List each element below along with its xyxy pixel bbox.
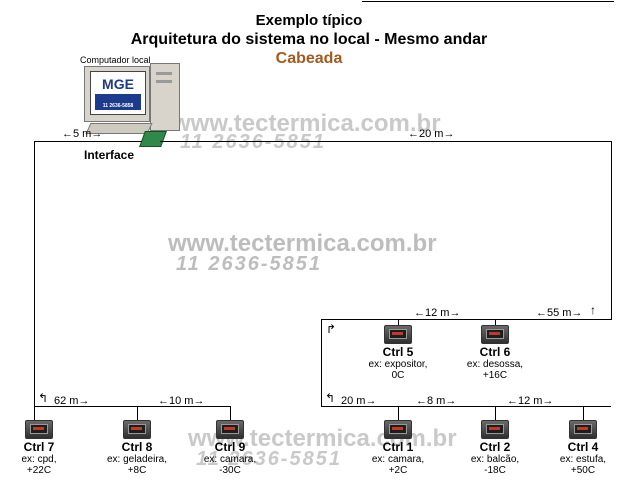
watermark-site-top: www.tectermica.com.br bbox=[172, 110, 441, 137]
controller-device-icon bbox=[216, 420, 244, 439]
diagram-title: Exemplo típico bbox=[255, 12, 363, 29]
controller-name: Ctrl 9 bbox=[214, 440, 246, 454]
monitor-icon: MGE 11 2636-5858 bbox=[84, 66, 150, 122]
computer-tower-icon bbox=[150, 63, 180, 131]
controller-device-icon bbox=[384, 325, 412, 344]
diagram-mode: Cabeada bbox=[275, 50, 343, 67]
drop-ctrl6 bbox=[495, 319, 496, 325]
corner-arrow-mid: ↱ bbox=[326, 322, 337, 336]
drop-ctrl8 bbox=[137, 406, 138, 420]
bus-line-left-top bbox=[34, 141, 142, 142]
mge-band: 11 2636-5858 bbox=[95, 94, 141, 110]
watermark-phone-mid: 11 2636-5851 bbox=[176, 253, 322, 275]
controller-name: Ctrl 2 bbox=[479, 440, 511, 454]
controller-ctrl4: Ctrl 4 ex: estufa, +50C bbox=[538, 420, 618, 476]
mge-logo: MGE bbox=[102, 76, 134, 92]
bus-line-bottom-right bbox=[321, 406, 611, 407]
controller-example: ex: balcão, bbox=[470, 454, 520, 465]
distance-8m: ←8 m→ bbox=[416, 395, 457, 407]
controller-setpoint: 0C bbox=[391, 370, 405, 381]
controller-device-icon bbox=[384, 420, 412, 439]
distance-12m-low: ←12 m→ bbox=[507, 395, 554, 407]
drop-ctrl7 bbox=[34, 406, 35, 420]
controller-device-icon bbox=[123, 420, 151, 439]
corner-arrow-55m: ↑ bbox=[590, 303, 596, 317]
controller-ctrl9: Ctrl 9 ex: camara, -30C bbox=[185, 420, 275, 476]
diagram-subtitle: Arquitetura do sistema no local - Mesmo … bbox=[130, 31, 488, 48]
controller-setpoint: +8C bbox=[127, 465, 147, 476]
drop-ctrl9 bbox=[230, 406, 231, 420]
controller-setpoint: +16C bbox=[482, 370, 508, 381]
distance-12m-mid: ←12 m→ bbox=[414, 307, 461, 319]
controller-name: Ctrl 4 bbox=[567, 440, 599, 454]
controller-name: Ctrl 7 bbox=[23, 440, 55, 454]
bus-line-mid-vertical bbox=[321, 319, 322, 406]
distance-10m: ←10 m→ bbox=[158, 395, 205, 407]
controller-setpoint: +50C bbox=[570, 465, 596, 476]
watermark-phone-top: 11 2636-5851 bbox=[180, 131, 326, 153]
watermark-site-mid: www.tectermica.com.br bbox=[168, 230, 437, 257]
distance-20m-low: 20 m→ bbox=[341, 395, 377, 407]
controller-example: ex: geladeira, bbox=[106, 454, 168, 465]
bus-line-bottom-left bbox=[34, 406, 230, 407]
controller-ctrl6: Ctrl 6 ex: desossa, +16C bbox=[450, 325, 540, 381]
watermark-phone-bottom: 11 2636-5851 bbox=[196, 448, 342, 470]
computer-label: Computador local bbox=[80, 55, 151, 65]
controller-device-icon bbox=[25, 420, 53, 439]
controller-ctrl8: Ctrl 8 ex: geladeira, +8C bbox=[92, 420, 182, 476]
controller-setpoint: +2C bbox=[388, 465, 408, 476]
drop-ctrl4 bbox=[583, 406, 584, 420]
monitor-screen: MGE 11 2636-5858 bbox=[90, 71, 146, 115]
corner-arrow-62m: ↰ bbox=[38, 391, 49, 405]
distance-20m-top: ←20 m→ bbox=[408, 128, 455, 140]
controller-device-icon bbox=[481, 420, 509, 439]
top-rule bbox=[362, 1, 614, 2]
distance-5m: ←5 m→ bbox=[62, 128, 103, 140]
drop-ctrl5 bbox=[398, 319, 399, 325]
mge-phone: 11 2636-5858 bbox=[102, 103, 134, 109]
controller-setpoint: -30C bbox=[219, 465, 241, 476]
controller-name: Ctrl 5 bbox=[382, 345, 414, 359]
corner-arrow-20m: ↰ bbox=[325, 391, 336, 405]
bus-line-right-top bbox=[160, 141, 612, 142]
controller-name: Ctrl 8 bbox=[121, 440, 153, 454]
controller-ctrl5: Ctrl 5 ex: expositor, 0C bbox=[353, 325, 443, 381]
controller-name: Ctrl 1 bbox=[382, 440, 414, 454]
controller-example: ex: cpd, bbox=[21, 454, 57, 465]
controller-setpoint: +22C bbox=[26, 465, 52, 476]
controller-setpoint: -18C bbox=[484, 465, 506, 476]
controller-device-icon bbox=[569, 420, 597, 439]
controller-name: Ctrl 6 bbox=[479, 345, 511, 359]
bus-line-right-vertical bbox=[611, 141, 612, 319]
controller-example: ex: camara, bbox=[371, 454, 425, 465]
bus-line-left-vertical bbox=[34, 141, 35, 406]
distance-62m: 62 m→ bbox=[54, 395, 90, 407]
drop-ctrl2 bbox=[495, 406, 496, 420]
interface-label: Interface bbox=[84, 148, 135, 162]
drop-ctrl1 bbox=[398, 406, 399, 420]
controller-example: ex: camara, bbox=[203, 454, 257, 465]
distance-55m: ←55 m→ bbox=[536, 307, 583, 319]
controller-example: ex: estufa, bbox=[559, 454, 607, 465]
controller-ctrl1: Ctrl 1 ex: camara, +2C bbox=[353, 420, 443, 476]
controller-ctrl7: Ctrl 7 ex: cpd, +22C bbox=[0, 420, 84, 476]
bus-line-mid-horizontal bbox=[321, 319, 612, 320]
controller-example: ex: desossa, bbox=[466, 359, 524, 370]
controller-ctrl2: Ctrl 2 ex: balcão, -18C bbox=[450, 420, 540, 476]
controller-device-icon bbox=[481, 325, 509, 344]
controller-example: ex: expositor, bbox=[368, 359, 428, 370]
